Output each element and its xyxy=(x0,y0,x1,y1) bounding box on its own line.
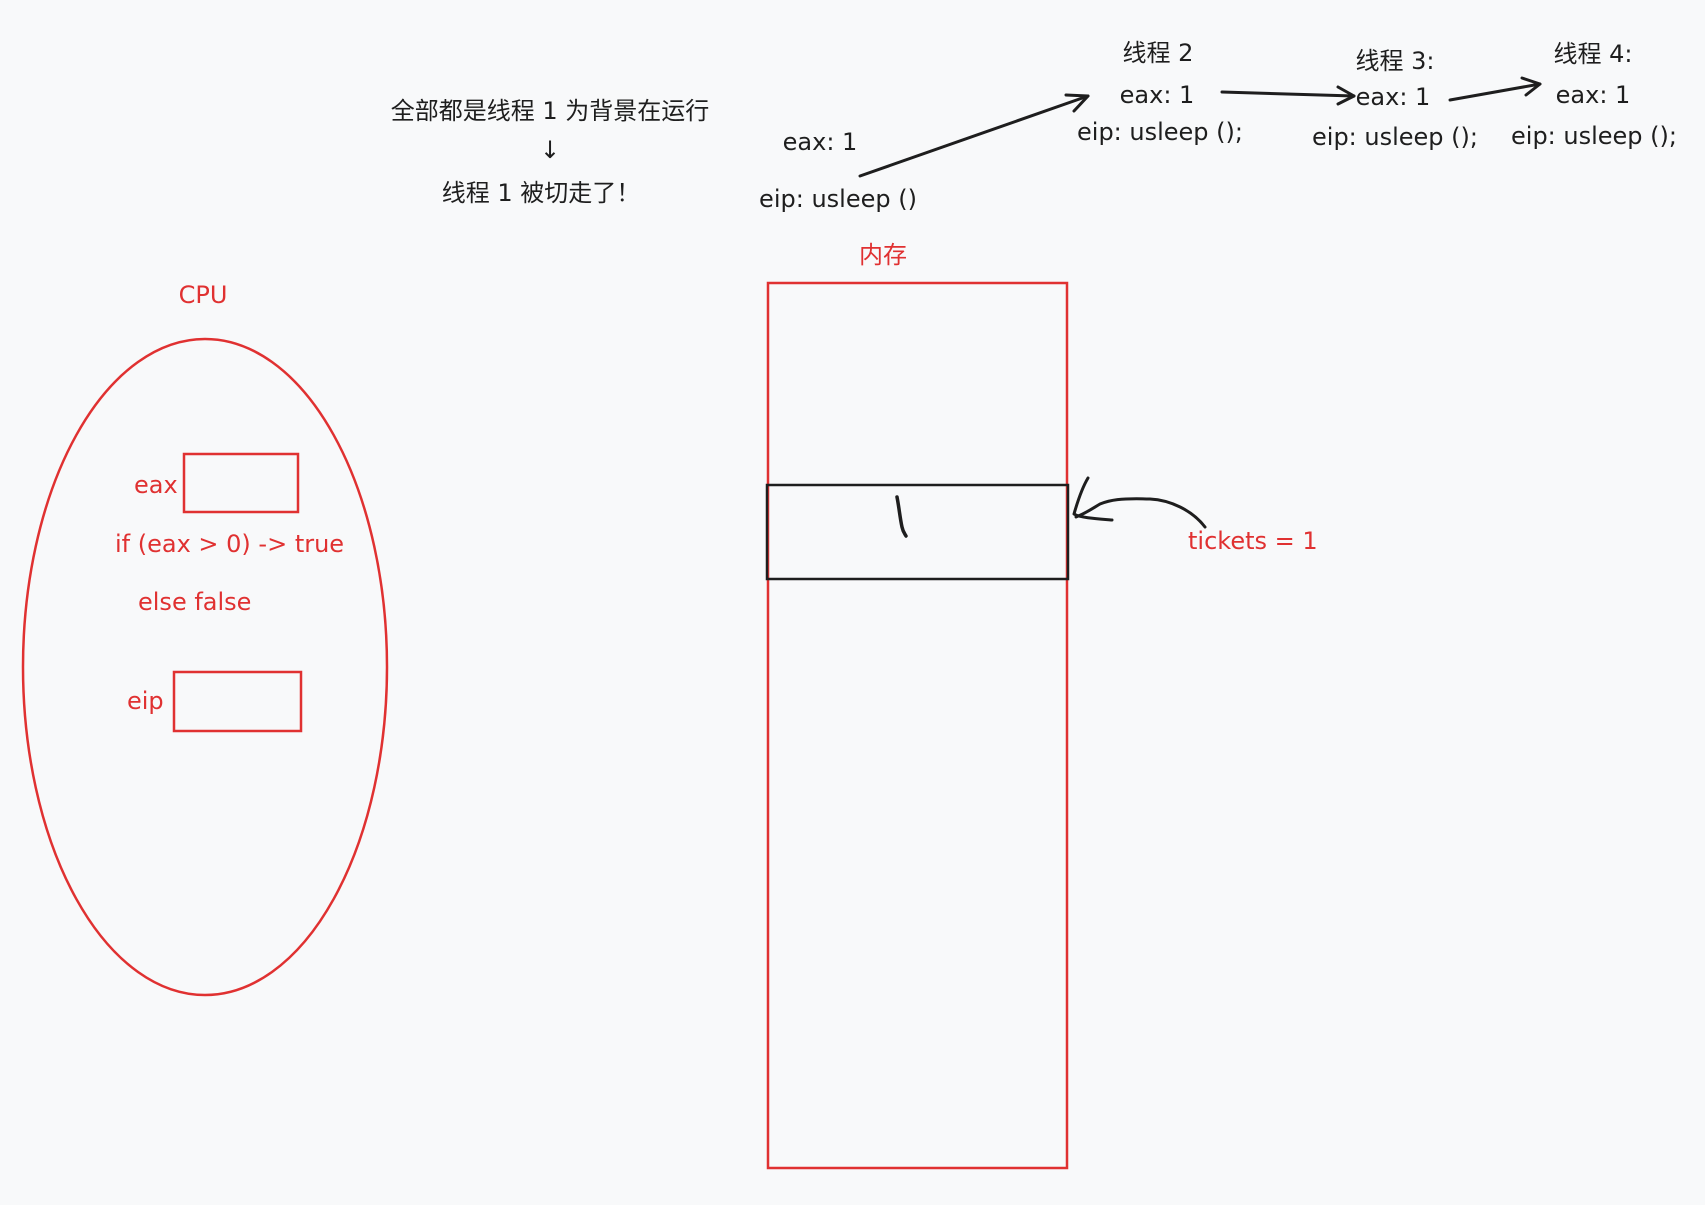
tickets-pointer-arrow xyxy=(1074,497,1207,529)
thread4-eax: eax: 1 xyxy=(1555,81,1631,109)
thread2-title: 线程 2 xyxy=(1122,39,1194,67)
cpu-condition-false: else false xyxy=(138,588,252,616)
cpu-eip-register-box xyxy=(172,670,303,733)
memory-cell-handwritten-one xyxy=(895,495,908,538)
note-thread-switched: 线程 1 被切走了！ xyxy=(441,179,641,207)
tickets-label: tickets = 1 xyxy=(1188,527,1318,555)
cpu-eax-label: eax xyxy=(134,471,178,499)
note-background-running: 全部都是线程 1 为背景在运行 xyxy=(390,97,710,125)
thread4-title: 线程 4: xyxy=(1553,40,1633,68)
cpu-condition-true: if (eax > 0) -> true xyxy=(115,530,345,558)
cpu-ellipse xyxy=(21,337,389,997)
memory-block xyxy=(766,281,1069,1170)
arrow-thread2-to-thread3 xyxy=(1220,90,1356,98)
cpu-eip-label: eip xyxy=(127,687,164,715)
tickets-pointer-arrowhead-icon xyxy=(1072,476,1114,522)
thread3-eip: eip: usleep (); xyxy=(1312,123,1478,151)
thread1-eip: eip: usleep () xyxy=(759,185,917,213)
arrow-thread3-to-thread4-head-icon xyxy=(1520,76,1542,97)
memory-tickets-cell xyxy=(765,483,1070,581)
memory-title: 内存 xyxy=(859,241,907,269)
thread2-eax: eax: 1 xyxy=(1119,81,1195,109)
arrow-thread1-to-thread2-head-icon xyxy=(1064,93,1090,113)
thread3-eax: eax: 1 xyxy=(1355,83,1431,111)
arrow-thread1-to-thread2 xyxy=(858,94,1090,178)
note-down-arrow: ↓ xyxy=(539,136,561,164)
thread1-eax: eax: 1 xyxy=(782,128,858,156)
cpu-eax-register-box xyxy=(182,452,300,514)
arrow-thread2-to-thread3-head-icon xyxy=(1336,85,1356,106)
thread2-eip: eip: usleep (); xyxy=(1077,118,1243,146)
thread4-eip: eip: usleep (); xyxy=(1511,122,1677,150)
cpu-title: CPU xyxy=(178,281,228,309)
thread3-title: 线程 3: xyxy=(1355,47,1435,75)
arrow-thread3-to-thread4 xyxy=(1448,82,1542,102)
